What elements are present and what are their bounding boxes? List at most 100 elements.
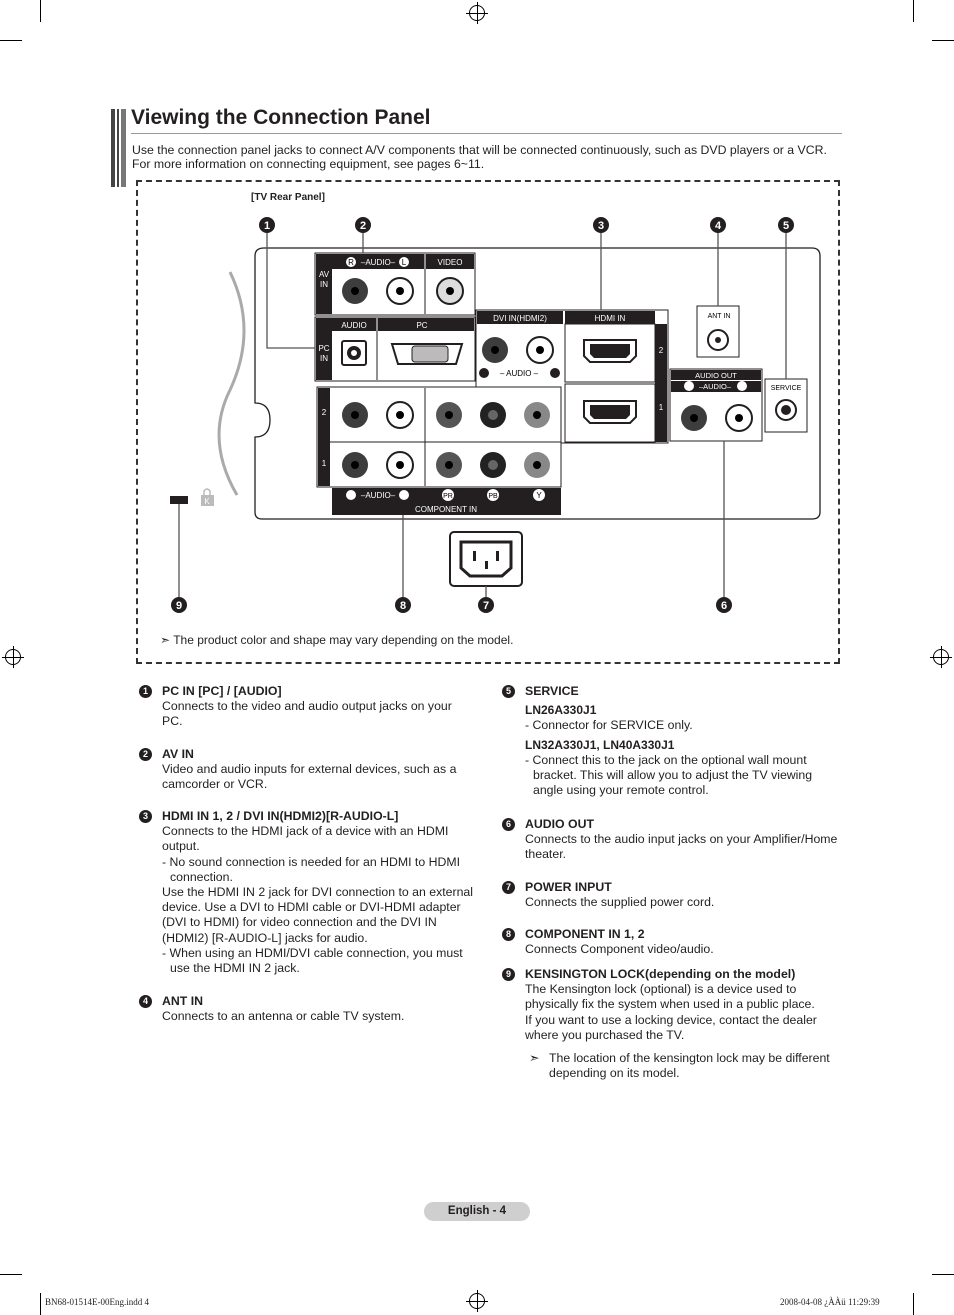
kensington-slot bbox=[170, 496, 188, 504]
svg-text:3: 3 bbox=[598, 220, 604, 232]
item-heading: HDMI IN 1, 2 / DVI IN(HDMI2)[R-AUDIO-L] bbox=[162, 809, 399, 823]
l-label: L bbox=[402, 258, 407, 267]
item-line: PC. bbox=[162, 714, 183, 729]
crop-mark bbox=[913, 0, 914, 22]
callout-5 bbox=[778, 217, 794, 233]
item-line: Connects to the video and audio output j… bbox=[162, 699, 452, 714]
callout-2 bbox=[355, 217, 371, 233]
item-line: - Connector for SERVICE only. bbox=[525, 718, 693, 733]
dvi-in-label: DVI IN(HDMI2) bbox=[493, 314, 547, 323]
callout-1 bbox=[259, 217, 275, 233]
item-heading: ANT IN bbox=[162, 994, 203, 1008]
ant-in-label: ANT IN bbox=[708, 313, 731, 320]
item-line: physically fix the system when used in a… bbox=[525, 997, 815, 1012]
r-label: R bbox=[348, 258, 354, 267]
component-in-block bbox=[316, 386, 562, 515]
file-slug: BN68-01514E-00Eng.indd 4 bbox=[45, 1297, 149, 1307]
service-label: SERVICE bbox=[771, 385, 802, 392]
tv-edge-curve bbox=[217, 271, 246, 496]
item-number-4: 4 bbox=[139, 995, 152, 1008]
item-line: Connects to an antenna or cable TV syste… bbox=[162, 1009, 405, 1024]
item-hdmi-in: HDMI IN 1, 2 / DVI IN(HDMI2)[R-AUDIO-L] … bbox=[162, 809, 482, 976]
rear-panel-label: [TV Rear Panel] bbox=[251, 192, 325, 203]
item-line: If you want to use a locking device, con… bbox=[525, 1012, 817, 1027]
model-label: LN32A330J1, LN40A330J1 bbox=[525, 737, 675, 752]
item-heading: KENSINGTON LOCK(depending on the model) bbox=[525, 967, 796, 981]
svg-text:1: 1 bbox=[322, 459, 327, 468]
callout-3 bbox=[593, 217, 609, 233]
power-input-socket bbox=[449, 531, 523, 587]
item-number-2: 2 bbox=[139, 748, 152, 761]
item-audio-out: AUDIO OUT Connects to the audio input ja… bbox=[525, 817, 845, 863]
item-line: (HDMI2) [R-AUDIO-L] jacks for audio. bbox=[162, 930, 368, 945]
crop-mark bbox=[932, 40, 954, 41]
item-kensington-lock: KENSINGTON LOCK(depending on the model) … bbox=[525, 967, 845, 1043]
page-number-badge: English - 4 bbox=[424, 1202, 530, 1221]
intro-paragraph: Use the connection panel jacks to connec… bbox=[132, 143, 827, 171]
svg-text:1: 1 bbox=[659, 403, 664, 412]
svg-text:–AUDIO–: –AUDIO– bbox=[699, 382, 732, 391]
crop-mark bbox=[913, 1293, 914, 1315]
item-component-in: COMPONENT IN 1, 2 Connects Component vid… bbox=[525, 927, 845, 957]
item-heading: POWER INPUT bbox=[525, 880, 612, 894]
item-line: output. bbox=[162, 839, 200, 854]
title-accent-bar bbox=[111, 109, 126, 187]
item-service: SERVICE LN26A330J1 - Connector for SERVI… bbox=[525, 684, 845, 798]
item-line: Connects to the audio input jacks on you… bbox=[525, 832, 838, 847]
pc-audio-label: AUDIO bbox=[341, 321, 366, 330]
pc-in-block bbox=[314, 316, 476, 382]
svg-text:PC: PC bbox=[318, 344, 329, 353]
diagram-note-text: The product color and shape may vary dep… bbox=[173, 633, 514, 647]
crop-mark bbox=[40, 0, 41, 22]
item-number-9: 9 bbox=[502, 968, 515, 981]
page-title: Viewing the Connection Panel bbox=[131, 106, 431, 129]
item-line: Use the HDMI IN 2 jack for DVI connectio… bbox=[162, 885, 473, 900]
item-pc-in: PC IN [PC] / [AUDIO] Connects to the vid… bbox=[162, 684, 482, 730]
svg-text:6: 6 bbox=[721, 600, 727, 612]
item-heading: PC IN [PC] / [AUDIO] bbox=[162, 684, 282, 698]
item-number-3: 3 bbox=[139, 810, 152, 823]
item-line: camcorder or VCR. bbox=[162, 777, 268, 792]
pr-label: PR bbox=[443, 493, 453, 500]
pb-label: PB bbox=[488, 493, 498, 500]
item-line: - No sound connection is needed for an H… bbox=[162, 854, 461, 869]
registration-mark-icon bbox=[2, 646, 24, 668]
kensington-icon bbox=[201, 495, 214, 506]
callout-7 bbox=[478, 597, 494, 613]
item-line: connection. bbox=[170, 869, 233, 884]
item-ant-in: ANT IN Connects to an antenna or cable T… bbox=[162, 994, 482, 1024]
svg-text:–AUDIO–: –AUDIO– bbox=[361, 491, 396, 500]
svg-text:K: K bbox=[204, 497, 210, 506]
item-line: bracket. This will allow you to adjust t… bbox=[533, 768, 813, 783]
tv-back-outline bbox=[254, 247, 821, 520]
diagram-frame bbox=[136, 180, 840, 664]
audio-out-block bbox=[669, 368, 763, 442]
item-av-in: AV IN Video and audio inputs for externa… bbox=[162, 747, 482, 793]
registration-mark-icon bbox=[930, 646, 952, 668]
item-line: Connects to the HDMI jack of a device wi… bbox=[162, 824, 449, 839]
svg-text:– AUDIO –: – AUDIO – bbox=[500, 369, 539, 378]
svg-text:2: 2 bbox=[322, 408, 327, 417]
note-line: The location of the kensington lock may … bbox=[549, 1051, 830, 1065]
av-in-label-1: AV bbox=[319, 270, 330, 279]
note-line: depending on its model. bbox=[549, 1066, 680, 1081]
svg-text:7: 7 bbox=[483, 600, 489, 612]
registration-mark-icon bbox=[466, 1290, 488, 1312]
svg-text:4: 4 bbox=[715, 220, 722, 232]
note-arrow-icon: ➣ bbox=[529, 1051, 540, 1065]
svg-text:9: 9 bbox=[176, 600, 182, 612]
item-number-5: 5 bbox=[502, 685, 515, 698]
service-block bbox=[764, 378, 808, 433]
item-line: device. Use a DVI to HDMI cable or DVI-H… bbox=[162, 900, 461, 915]
callout-4 bbox=[710, 217, 726, 233]
callout-8 bbox=[395, 597, 411, 613]
svg-text:2: 2 bbox=[360, 220, 366, 232]
item-number-7: 7 bbox=[502, 881, 515, 894]
item-line: (DVI to HDMI) for video connection and t… bbox=[162, 915, 437, 930]
title-rule bbox=[131, 133, 842, 134]
note-arrow-icon: ➣ bbox=[160, 633, 171, 647]
item-number-6: 6 bbox=[502, 818, 515, 831]
item-heading: COMPONENT IN 1, 2 bbox=[525, 927, 645, 941]
svg-text:1: 1 bbox=[264, 220, 270, 232]
item-line: - When using an HDMI/DVI cable connectio… bbox=[162, 945, 463, 960]
